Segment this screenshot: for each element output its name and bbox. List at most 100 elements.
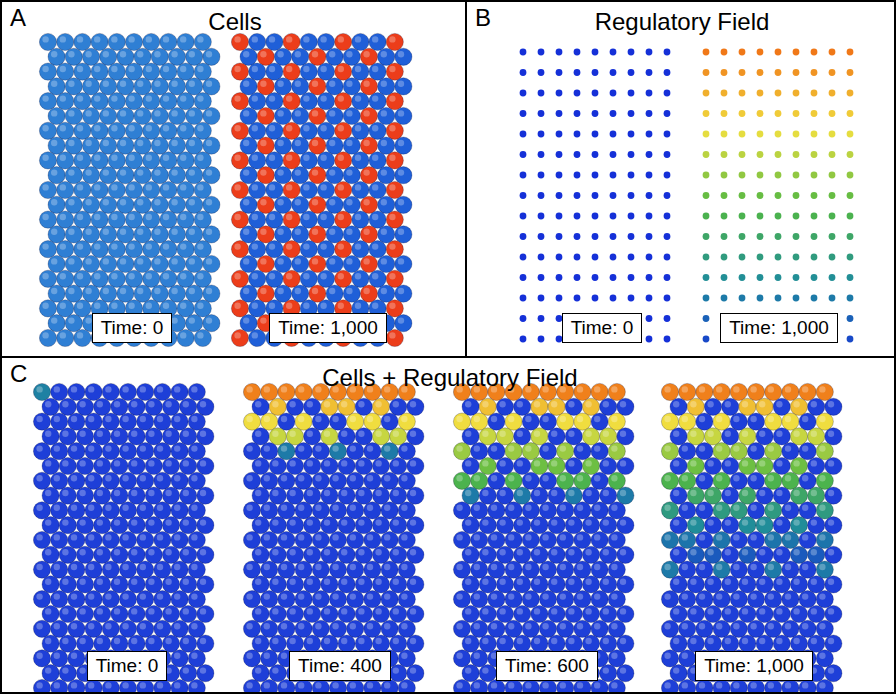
cell-highlight xyxy=(341,608,347,614)
cell xyxy=(360,48,377,65)
field-point xyxy=(556,172,563,179)
cell-highlight xyxy=(183,490,189,496)
cell xyxy=(94,428,111,445)
cell xyxy=(381,472,398,489)
cell xyxy=(94,517,111,534)
cell-highlight xyxy=(367,564,373,570)
cell-highlight xyxy=(393,401,399,407)
cell-highlight xyxy=(269,36,275,42)
cell-highlight xyxy=(60,95,66,101)
cell xyxy=(360,226,377,243)
cell-highlight xyxy=(45,608,51,614)
cell xyxy=(252,457,269,474)
cell xyxy=(355,487,372,504)
cell-highlight xyxy=(45,431,51,437)
cell xyxy=(125,241,142,258)
cell-highlight xyxy=(54,593,60,599)
cell xyxy=(177,270,194,287)
cell xyxy=(395,226,412,243)
cell-highlight xyxy=(36,505,42,511)
cell xyxy=(364,472,381,489)
cell xyxy=(162,576,179,593)
cell-highlight xyxy=(154,81,160,87)
cell-highlight xyxy=(355,303,361,309)
cell-highlight xyxy=(54,505,60,511)
cell xyxy=(160,270,177,287)
cell xyxy=(143,211,160,228)
cell-highlight xyxy=(200,460,206,466)
cell-highlight xyxy=(295,288,301,294)
cell xyxy=(39,270,56,287)
cell-highlight xyxy=(329,51,335,57)
cell xyxy=(369,241,386,258)
cell-highlight xyxy=(68,199,74,205)
cell xyxy=(343,137,360,154)
cell xyxy=(33,620,50,637)
cell-highlight xyxy=(255,519,261,525)
cell xyxy=(295,443,312,460)
cell-highlight xyxy=(295,229,301,235)
cell xyxy=(398,679,415,694)
cell-highlight xyxy=(298,416,304,422)
field-point xyxy=(847,213,854,220)
cell-highlight xyxy=(197,155,203,161)
cell-highlight xyxy=(36,653,42,659)
cell xyxy=(108,63,125,80)
cell xyxy=(338,398,355,415)
cell-highlight xyxy=(171,317,177,323)
cell-highlight xyxy=(45,490,51,496)
field-point xyxy=(811,254,818,261)
field-point xyxy=(811,233,818,240)
cell xyxy=(186,107,203,124)
cell-highlight xyxy=(307,460,313,466)
cell xyxy=(329,531,346,548)
cell-highlight xyxy=(401,534,407,540)
cell xyxy=(100,48,117,65)
cell xyxy=(286,546,303,563)
cell xyxy=(261,679,278,694)
cell-highlight xyxy=(79,638,85,644)
cell-highlight xyxy=(363,51,369,57)
cell xyxy=(300,152,317,169)
cell xyxy=(321,635,338,652)
cell-highlight xyxy=(393,667,399,673)
cell-highlight xyxy=(94,184,100,190)
field-point xyxy=(793,254,800,261)
cell xyxy=(347,561,364,578)
field-point xyxy=(829,274,836,281)
field-point xyxy=(811,49,818,56)
cell xyxy=(51,561,68,578)
cell xyxy=(108,33,125,50)
cell xyxy=(364,413,381,430)
cell-highlight xyxy=(315,505,321,511)
cell xyxy=(269,517,286,534)
cell xyxy=(312,531,329,548)
cell-highlight xyxy=(183,638,189,644)
cell-highlight xyxy=(180,184,186,190)
cell-highlight xyxy=(264,445,270,451)
cell xyxy=(125,122,142,139)
cell-highlight xyxy=(332,564,338,570)
cell xyxy=(360,137,377,154)
cell-highlight xyxy=(97,549,103,555)
cell-highlight xyxy=(269,184,275,190)
field-point xyxy=(847,192,854,199)
cell-highlight xyxy=(281,505,287,511)
field-point xyxy=(610,69,617,76)
cell xyxy=(154,413,171,430)
cell xyxy=(91,152,108,169)
cell xyxy=(317,93,334,110)
cell xyxy=(57,300,74,317)
cell xyxy=(154,620,171,637)
cell-highlight xyxy=(389,125,395,131)
cell-highlight xyxy=(197,95,203,101)
cell xyxy=(360,255,377,272)
cell xyxy=(134,285,151,302)
cell xyxy=(33,443,50,460)
cell xyxy=(65,107,82,124)
cell-highlight xyxy=(60,184,66,190)
cell xyxy=(257,226,274,243)
cell-highlight xyxy=(60,273,66,279)
cell xyxy=(203,285,220,302)
cell-highlight xyxy=(355,273,361,279)
